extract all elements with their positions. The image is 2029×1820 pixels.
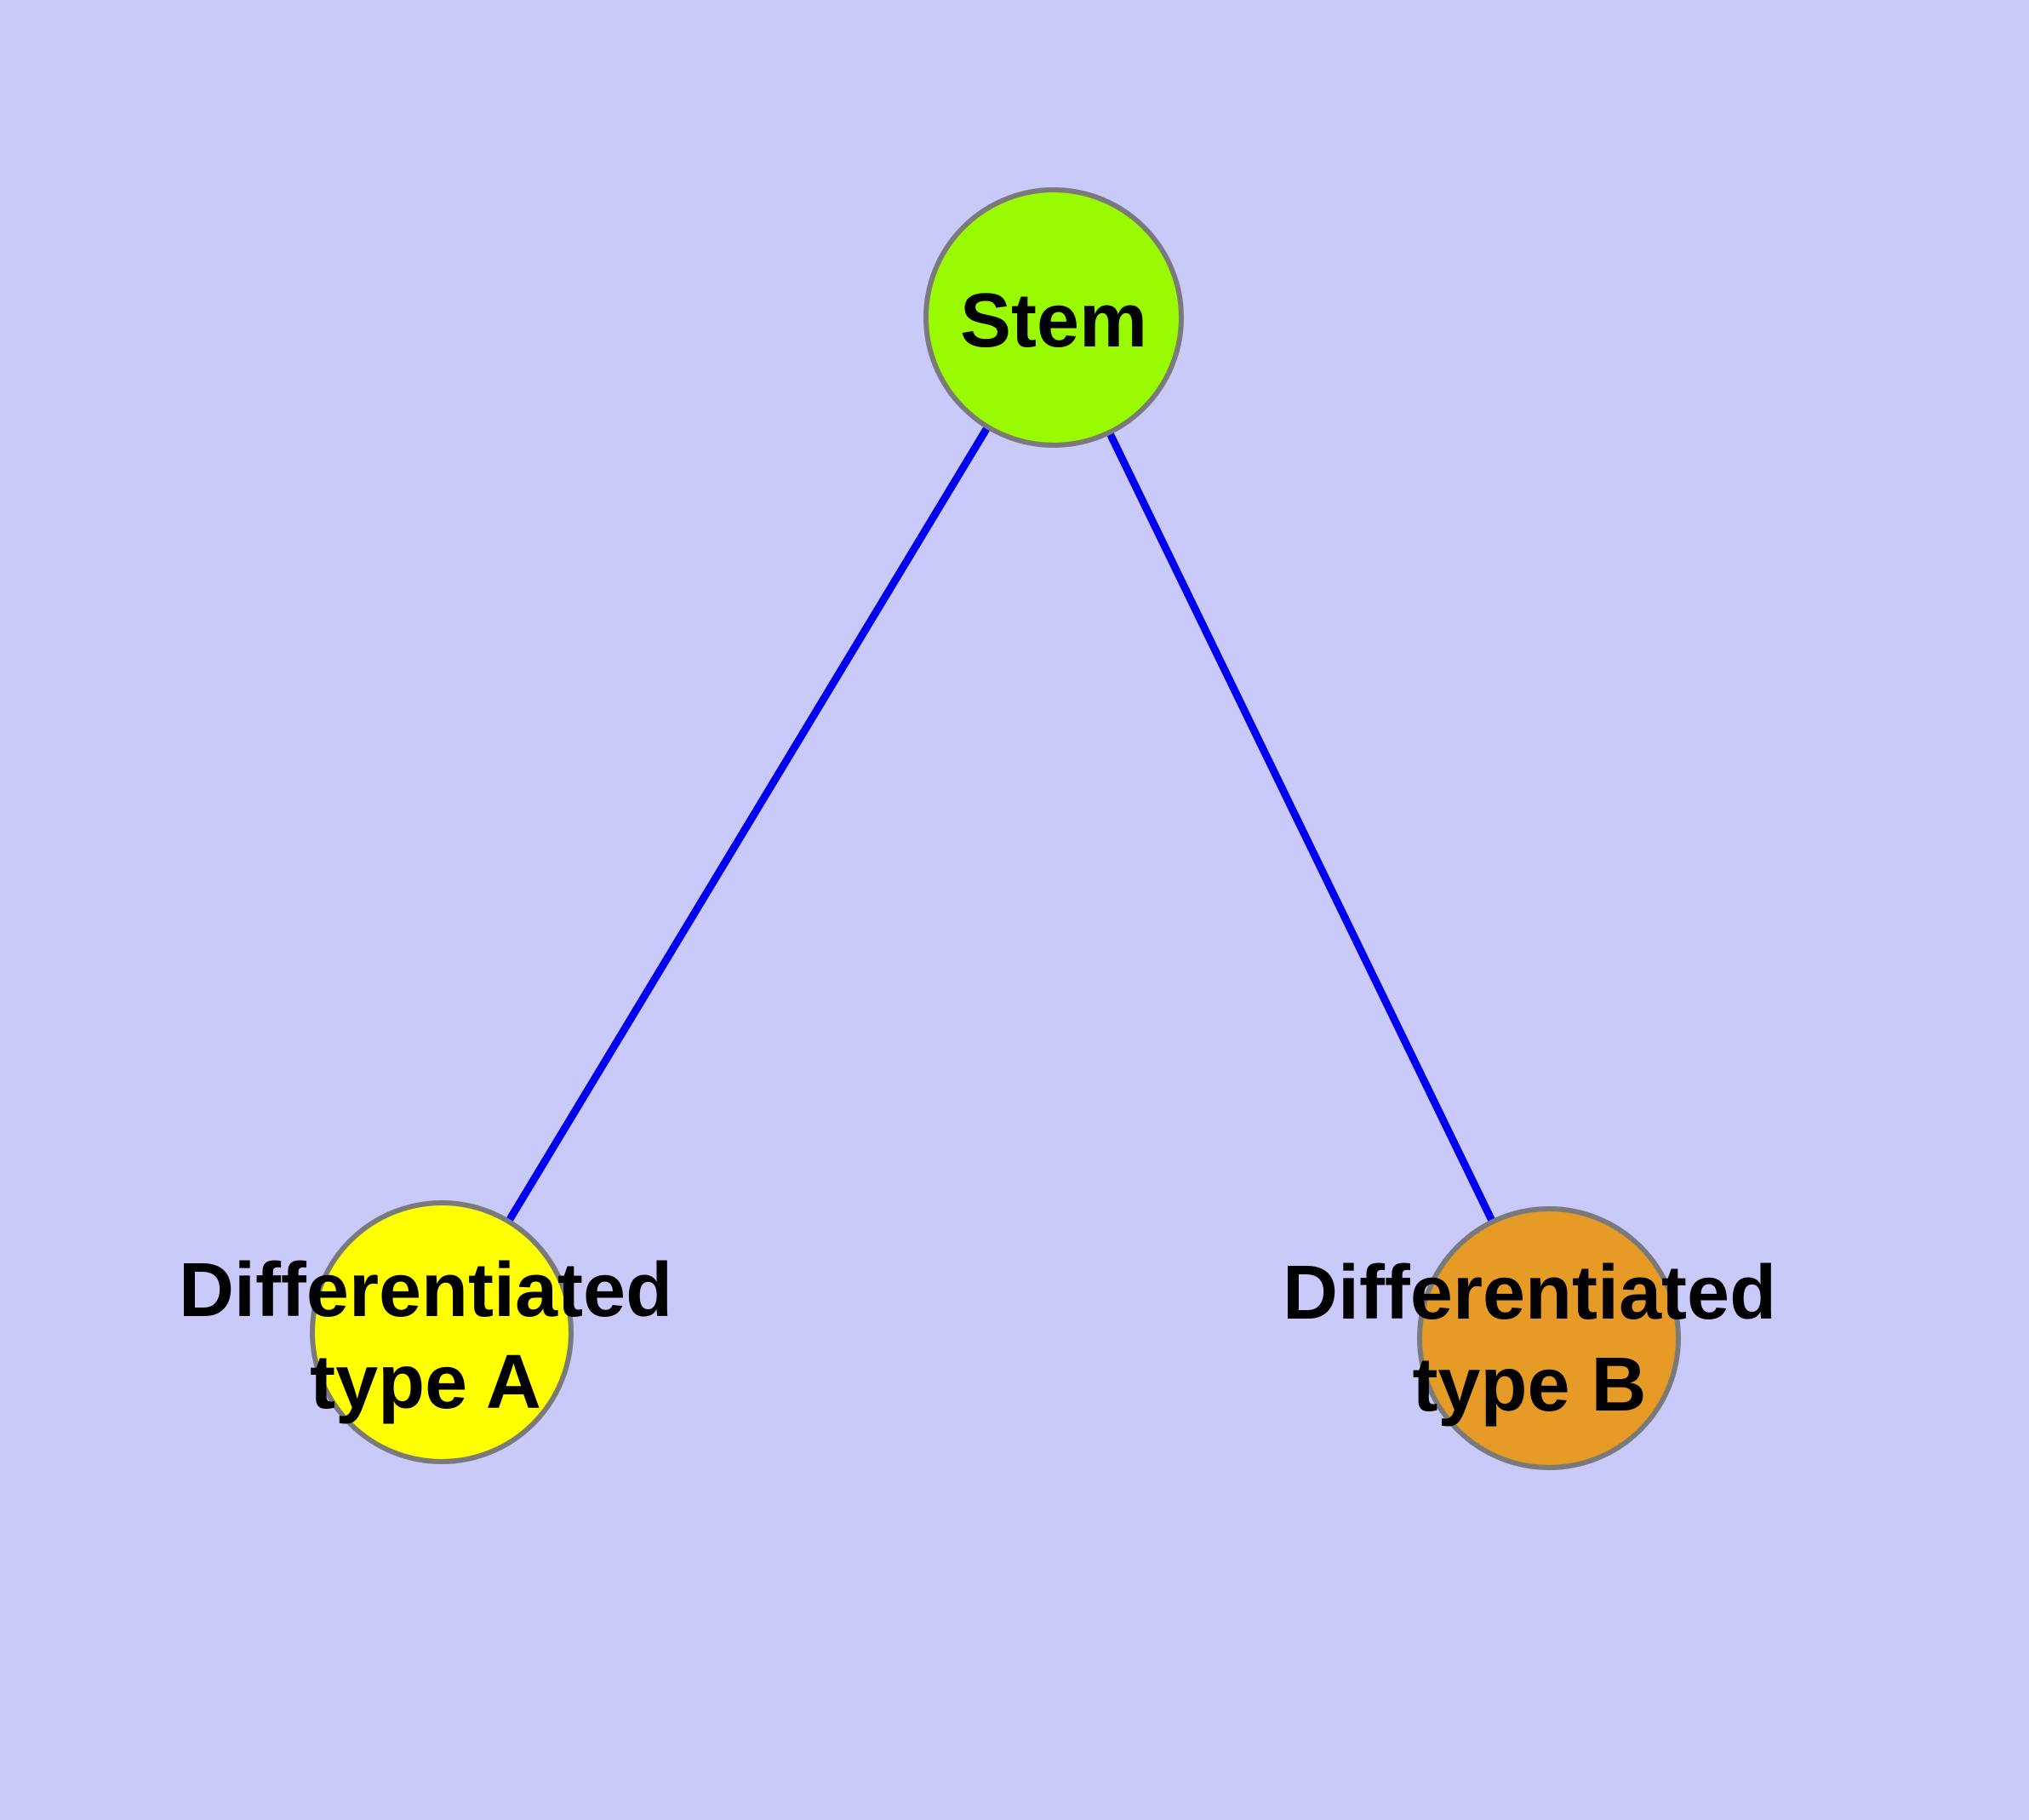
node-type-a-label: Differentiated type A — [178, 1248, 673, 1425]
node-stem-label: Stem — [959, 278, 1148, 363]
edge-stem-to-type-b — [1049, 316, 1553, 1340]
node-type-b-circle — [1417, 1206, 1681, 1470]
edge-stem-to-type-a — [438, 315, 1057, 1335]
node-stem-circle — [923, 187, 1184, 448]
node-type-a-circle — [310, 1200, 574, 1464]
node-type-b-label: Differentiated type B — [1282, 1251, 1777, 1428]
